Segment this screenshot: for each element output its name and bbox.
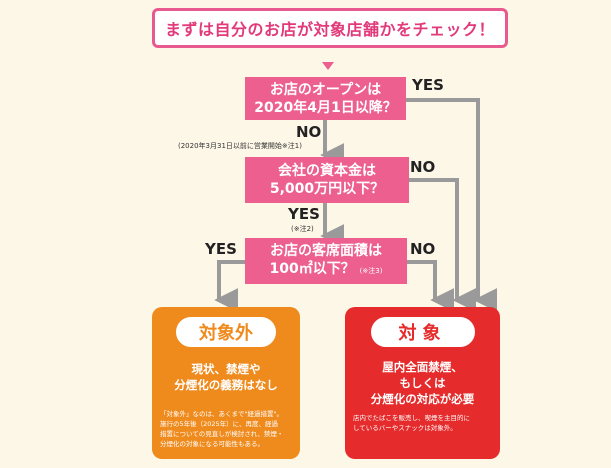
result-target: 対象 屋内全面禁煙、 もしくは 分煙化の対応が必要 店内でたばこを販売し、喫煙を… <box>345 307 500 459</box>
question-seat-area: お店の客席面積は 100㎡以下？ (※注3) <box>245 238 407 284</box>
target-line1: 屋内全面禁煙、 <box>382 360 463 374</box>
page-title: まずは自分のお店が対象店舗かをチェック！ <box>152 8 508 48</box>
target-line2: もしくは <box>399 376 446 390</box>
exempt-note3: 措置についての見直しが検討され、禁煙・ <box>160 430 284 438</box>
q1-note: (2020年3月31日以前に営業開始※注1) <box>178 142 302 150</box>
q3-no-arrow <box>405 260 455 312</box>
q1-no-label: NO <box>296 123 322 141</box>
q2-line1: 会社の資本金は <box>278 163 376 179</box>
q1-line2: 2020年4月1日以降？ <box>254 99 397 116</box>
q2-yes-label: YES <box>288 205 320 223</box>
title-pointer-triangle <box>322 62 334 70</box>
target-line3: 分煙化の対応が必要 <box>370 392 475 406</box>
target-note2: しているバーやスナックは対象外。 <box>353 424 457 432</box>
q2-no-label: NO <box>410 158 436 176</box>
q3-yes-label: YES <box>205 240 237 258</box>
target-label: 対象 <box>370 317 475 347</box>
exempt-note4: 分煙化の対象になる可能性もある。 <box>160 440 264 448</box>
q2-note: (※注2) <box>291 225 314 233</box>
exempt-notes: 「対象外」なのは、あくまで"経過措置"。 施行の5年後（2025年）に、再度、経… <box>160 409 292 449</box>
exempt-label: 対象外 <box>176 317 276 347</box>
q3-line1: お店の客席面積は <box>270 243 382 259</box>
q1-yes-arrow <box>404 98 498 312</box>
exempt-note1: 「対象外」なのは、あくまで"経過措置"。 <box>160 410 283 418</box>
q2-no-arrow <box>407 178 477 312</box>
q3-yes-arrow <box>214 260 247 312</box>
q3-line2: 100㎡以下？ <box>269 261 355 277</box>
target-note1: 店内でたばこを販売し、喫煙を主目的に <box>353 414 470 422</box>
question-capital: 会社の資本金は 5,000万円以下？ <box>245 157 409 203</box>
exempt-line2: 分煙化の義務はなし <box>174 378 278 392</box>
q2-line2: 5,000万円以下？ <box>269 181 385 197</box>
target-notes: 店内でたばこを販売し、喫煙を主目的に しているバーやスナックは対象外。 <box>353 413 492 433</box>
exempt-line1: 現状、禁煙や <box>191 362 261 376</box>
question-open-date: お店のオープンは 2020年4月1日以降？ <box>245 77 406 120</box>
q1-yes-label: YES <box>412 76 444 94</box>
q3-no-label: NO <box>410 240 436 258</box>
q3-note: (※注3) <box>359 267 383 275</box>
q1-line1: お店のオープンは <box>269 81 382 98</box>
exempt-note2: 施行の5年後（2025年）に、再度、経過 <box>160 420 278 428</box>
result-exempt: 対象外 現状、禁煙や 分煙化の義務はなし 「対象外」なのは、あくまで"経過措置"… <box>152 307 300 459</box>
